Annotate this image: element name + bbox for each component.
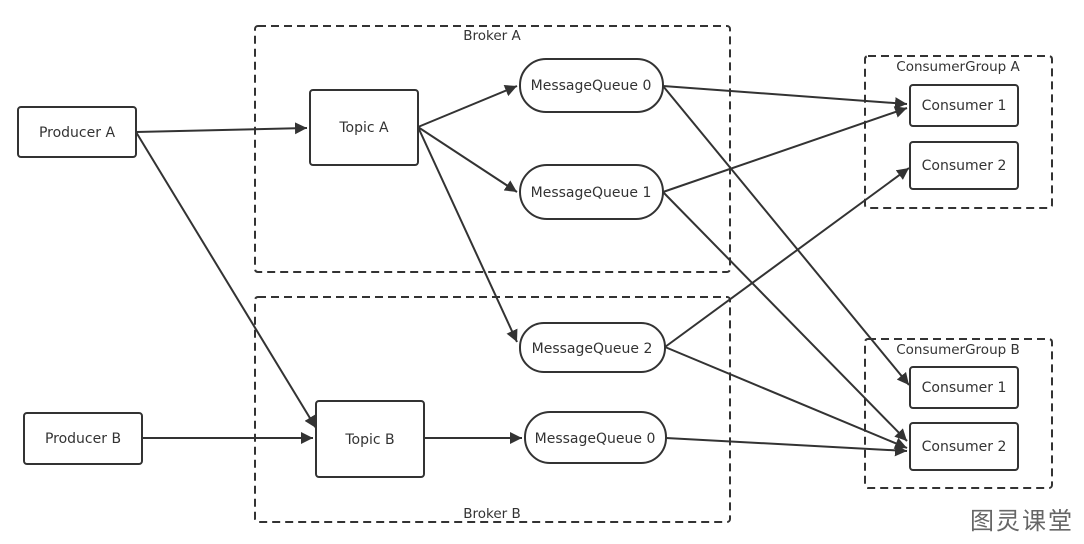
nodes: Producer A Producer B Topic A Topic B Me…: [17, 58, 1019, 478]
topic-a-label: Topic A: [338, 120, 389, 136]
cg-b-consumer-2-node[interactable]: Consumer 2: [909, 422, 1019, 471]
edge-topic-a-to-mq-a2: [417, 126, 518, 343]
edge-mq-b0-to-cg-b-consumer-2: [665, 437, 908, 457]
message-queue-a0-node[interactable]: MessageQueue 0: [519, 58, 664, 113]
edge-mq-a0-to-cg-b-consumer-1: [662, 85, 910, 386]
cg-a-consumer-1-node[interactable]: Consumer 1: [909, 84, 1019, 127]
edge-mq-a1-to-cg-b-consumer-2: [662, 191, 908, 442]
broker-a-group: Broker A: [254, 25, 731, 273]
broker-a-label: Broker A: [463, 28, 521, 44]
broker-b-label: Broker B: [463, 506, 521, 522]
consumer-group-b: ConsumerGroup B: [864, 338, 1053, 489]
message-queue-b0-label: MessageQueue 0: [535, 431, 656, 447]
topic-a-node[interactable]: Topic A: [309, 89, 419, 166]
message-queue-a2-label: MessageQueue 2: [532, 341, 653, 357]
edge-producer-a-to-topic-a: [135, 122, 308, 135]
consumer-group-a-label: ConsumerGroup A: [896, 59, 1020, 75]
edge-producer-a-to-topic-b: [135, 131, 317, 429]
edge-mq-a2-to-cg-b-consumer-2: [664, 346, 908, 449]
edge-mq-a2-to-cg-a-consumer-2: [664, 167, 910, 348]
topic-b-node[interactable]: Topic B: [315, 400, 425, 478]
cg-a-consumer-2-node[interactable]: Consumer 2: [909, 141, 1019, 190]
producer-a-node[interactable]: Producer A: [17, 106, 137, 158]
producer-b-label: Producer B: [45, 431, 121, 447]
consumer-group-a: ConsumerGroup A: [864, 55, 1053, 209]
edges: [135, 85, 910, 457]
producer-a-label: Producer A: [39, 125, 115, 141]
cg-b-consumer-1-label: Consumer 1: [922, 380, 1007, 396]
message-queue-b0-node[interactable]: MessageQueue 0: [524, 411, 667, 464]
message-queue-a0-label: MessageQueue 0: [531, 78, 652, 94]
message-queue-a1-node[interactable]: MessageQueue 1: [519, 164, 664, 220]
broker-b-group: Broker B: [254, 296, 731, 523]
message-queue-a2-node[interactable]: MessageQueue 2: [519, 322, 666, 373]
cg-a-consumer-2-label: Consumer 2: [922, 158, 1007, 174]
consumer-group-b-label: ConsumerGroup B: [896, 342, 1020, 358]
message-queue-a1-label: MessageQueue 1: [531, 185, 652, 201]
cg-b-consumer-1-node[interactable]: Consumer 1: [909, 366, 1019, 409]
edge-mq-a0-to-cg-a-consumer-1: [662, 85, 908, 110]
topic-b-label: Topic B: [344, 432, 394, 448]
cg-a-consumer-1-label: Consumer 1: [922, 98, 1007, 114]
edge-topic-a-to-mq-a0: [417, 85, 518, 128]
producer-b-node[interactable]: Producer B: [23, 412, 143, 465]
watermark-text: 图灵课堂: [970, 507, 1074, 535]
edge-topic-a-to-mq-a1: [417, 126, 518, 193]
cg-b-consumer-2-label: Consumer 2: [922, 439, 1007, 455]
edge-mq-a1-to-cg-a-consumer-1: [662, 106, 908, 193]
